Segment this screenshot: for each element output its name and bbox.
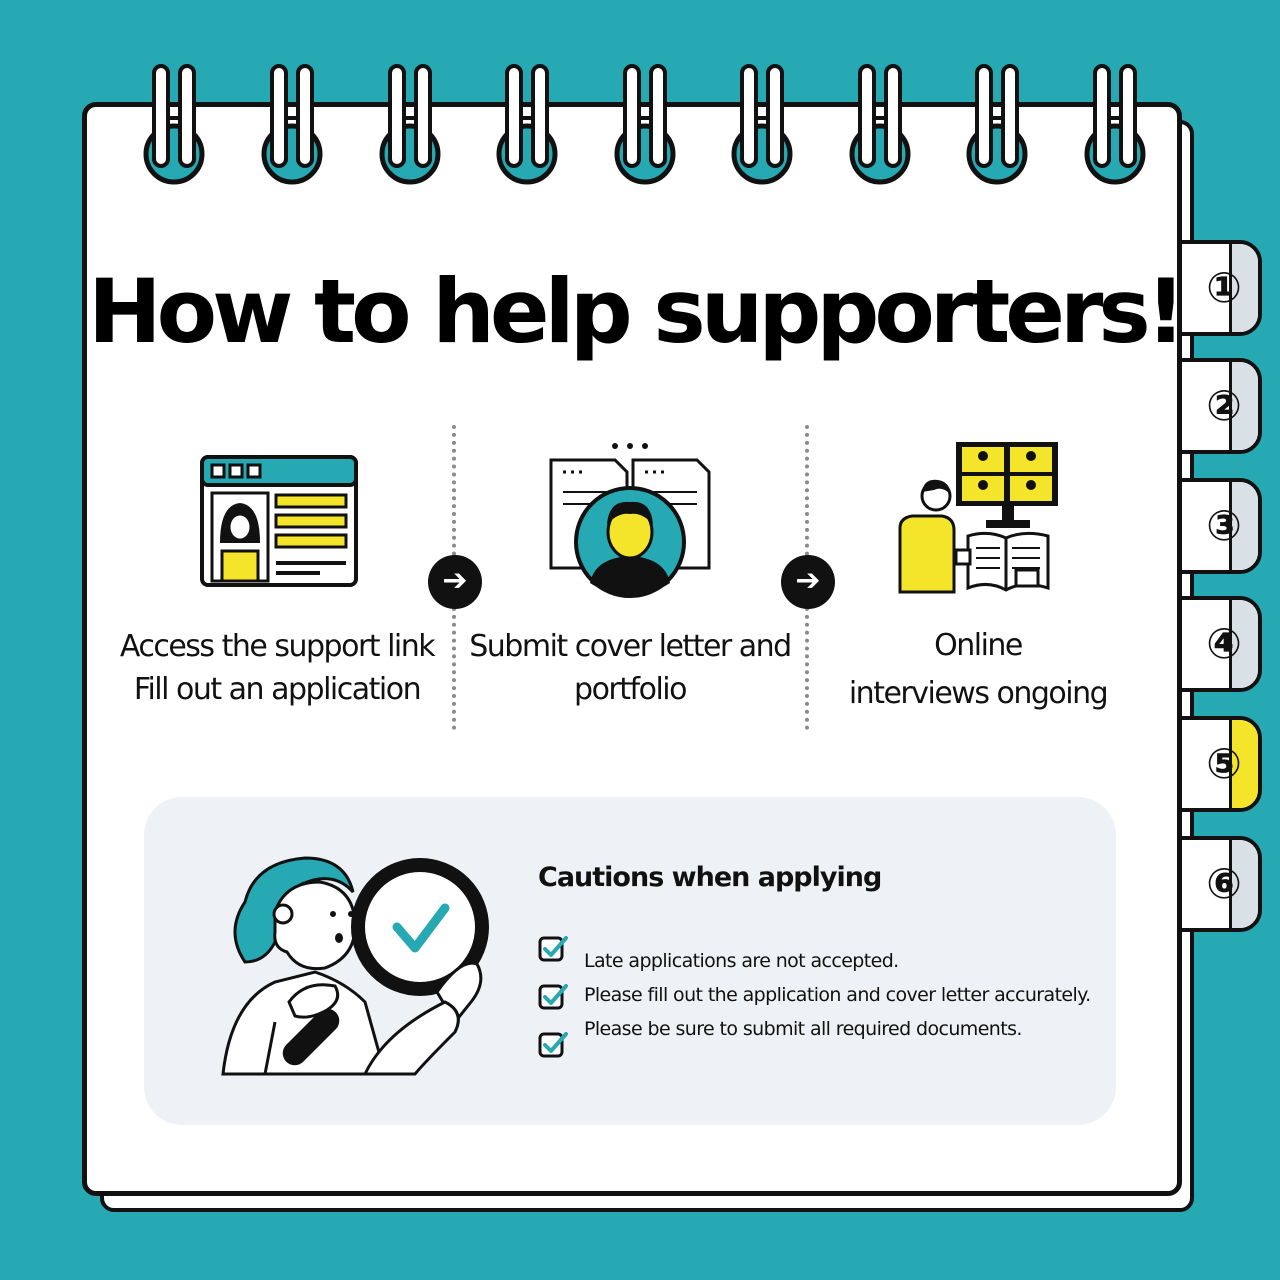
cautions-title: Cautions when applying — [538, 862, 882, 893]
video-interview-icon — [898, 442, 1058, 594]
spiral-ring — [849, 64, 911, 185]
spiral-ring — [1084, 64, 1146, 185]
step-3-label: Online interviews ongoing — [810, 622, 1146, 718]
checkbox-checked-icon[interactable] — [537, 980, 569, 1012]
step-1-label: Access the support link Fill out an appl… — [92, 625, 462, 711]
caution-item-3: Please be sure to submit all required do… — [584, 1018, 1022, 1040]
page-title: How to help supporters! — [88, 260, 1186, 363]
tab-2-label: ② — [1206, 381, 1242, 430]
caution-item-2: Please fill out the application and cove… — [584, 984, 1091, 1006]
document-person-icon — [549, 443, 711, 598]
tab-5-label: ⑤ — [1206, 739, 1242, 788]
spiral-ring — [143, 64, 205, 185]
checkbox-checked-icon[interactable] — [537, 932, 569, 964]
step-1-line-2: Fill out an application — [133, 672, 422, 707]
web-profile-icon — [200, 455, 358, 587]
spiral-ring — [261, 64, 323, 185]
tab-4-label: ④ — [1206, 619, 1242, 668]
step-1-line-1: Access the support link — [119, 629, 436, 664]
spiral-ring — [496, 64, 558, 185]
step-3-line-1: Online — [934, 628, 1023, 663]
spiral-ring — [731, 64, 793, 185]
tab-3-label: ③ — [1206, 501, 1242, 550]
spiral-ring — [614, 64, 676, 185]
arrow-right-icon: ➔ — [781, 555, 835, 609]
step-2-line-1: Submit cover letter and — [469, 629, 792, 664]
spiral-ring — [379, 64, 441, 185]
magnifier-woman-illustration — [221, 856, 489, 1076]
arrow-right-icon: ➔ — [428, 555, 482, 609]
step-2-label: Submit cover letter and portfolio — [452, 625, 808, 711]
tab-6-label: ⑥ — [1206, 859, 1242, 908]
step-3-line-2: interviews ongoing — [848, 676, 1109, 711]
checkbox-checked-icon[interactable] — [537, 1028, 569, 1060]
caution-item-1: Late applications are not accepted. — [584, 950, 899, 972]
tab-1-label: ① — [1206, 263, 1242, 312]
spiral-ring — [966, 64, 1028, 185]
step-2-line-2: portfolio — [574, 672, 687, 707]
